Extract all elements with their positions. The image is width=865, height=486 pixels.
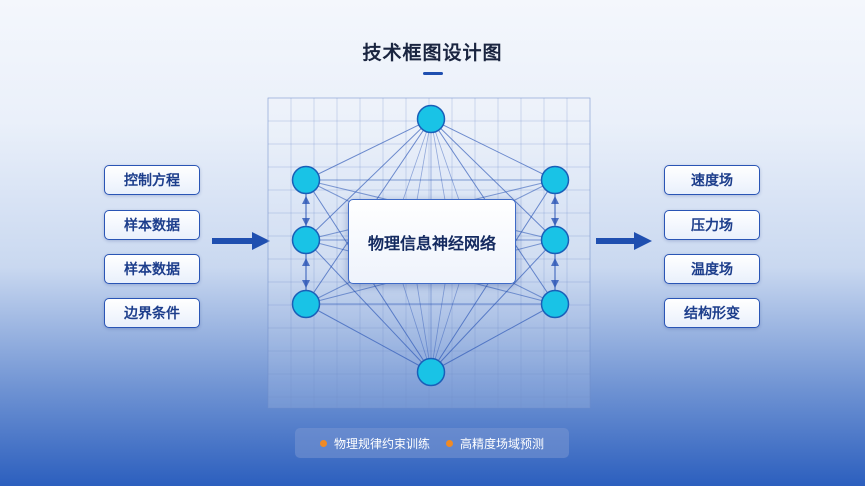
network-node [540, 289, 570, 319]
network-edge [430, 118, 460, 201]
edge-arrowhead [551, 280, 559, 288]
edge-arrowhead [551, 218, 559, 226]
title-underline [423, 72, 443, 75]
edge-arrowhead [551, 196, 559, 204]
input-box-sample-data-2: 样本数据 [104, 254, 200, 284]
page-title: 技术框图设计图 [362, 42, 503, 64]
network-edge [402, 118, 432, 201]
network-edge [430, 118, 556, 181]
legend-item-field-prediction: 高精度场域预测 [446, 435, 544, 452]
network-edge [430, 239, 556, 373]
network-node [416, 104, 446, 134]
orange-dot-icon [319, 439, 327, 447]
network-edge [305, 239, 432, 373]
network-node [416, 357, 446, 387]
edge-arrowhead [302, 218, 310, 226]
legend-label: 高精度场域预测 [460, 436, 545, 451]
network-edge [402, 283, 432, 373]
edge-arrowhead [302, 196, 310, 204]
network-node [291, 225, 321, 255]
output-box-structural-deformation: 结构形变 [664, 298, 760, 328]
output-box-temperature-field: 温度场 [664, 254, 760, 284]
network-node [540, 165, 570, 195]
legend-item-physics-training: 物理规律约束训练 [319, 435, 430, 452]
network-edge [430, 283, 460, 373]
network-node [291, 165, 321, 195]
legend-label: 物理规律约束训练 [333, 436, 430, 451]
edge-arrowhead [551, 258, 559, 266]
output-arrow-icon [596, 232, 652, 250]
edge-arrowhead [302, 258, 310, 266]
network-node [291, 289, 321, 319]
network-nodes [291, 104, 570, 387]
legend: 物理规律约束训练 高精度场域预测 [295, 428, 569, 458]
orange-dot-icon [446, 439, 453, 447]
network-edge [430, 283, 446, 373]
pinn-center-box: 物理信息神经网络 [348, 199, 516, 284]
network-node [540, 225, 570, 255]
network-edge [430, 303, 556, 373]
network-edge [416, 283, 432, 373]
input-box-governing-equations: 控制方程 [104, 165, 200, 195]
output-box-pressure-field: 压力场 [664, 210, 760, 240]
pinn-label: 物理信息神经网络 [367, 233, 496, 253]
input-box-boundary-conditions: 边界条件 [104, 298, 200, 328]
input-box-sample-data-1: 样本数据 [104, 210, 200, 240]
output-box-velocity-field: 速度场 [664, 165, 760, 195]
edge-arrowhead [302, 280, 310, 288]
network-edge [305, 118, 432, 181]
network-edge [305, 303, 432, 373]
input-arrow-icon [212, 232, 270, 250]
